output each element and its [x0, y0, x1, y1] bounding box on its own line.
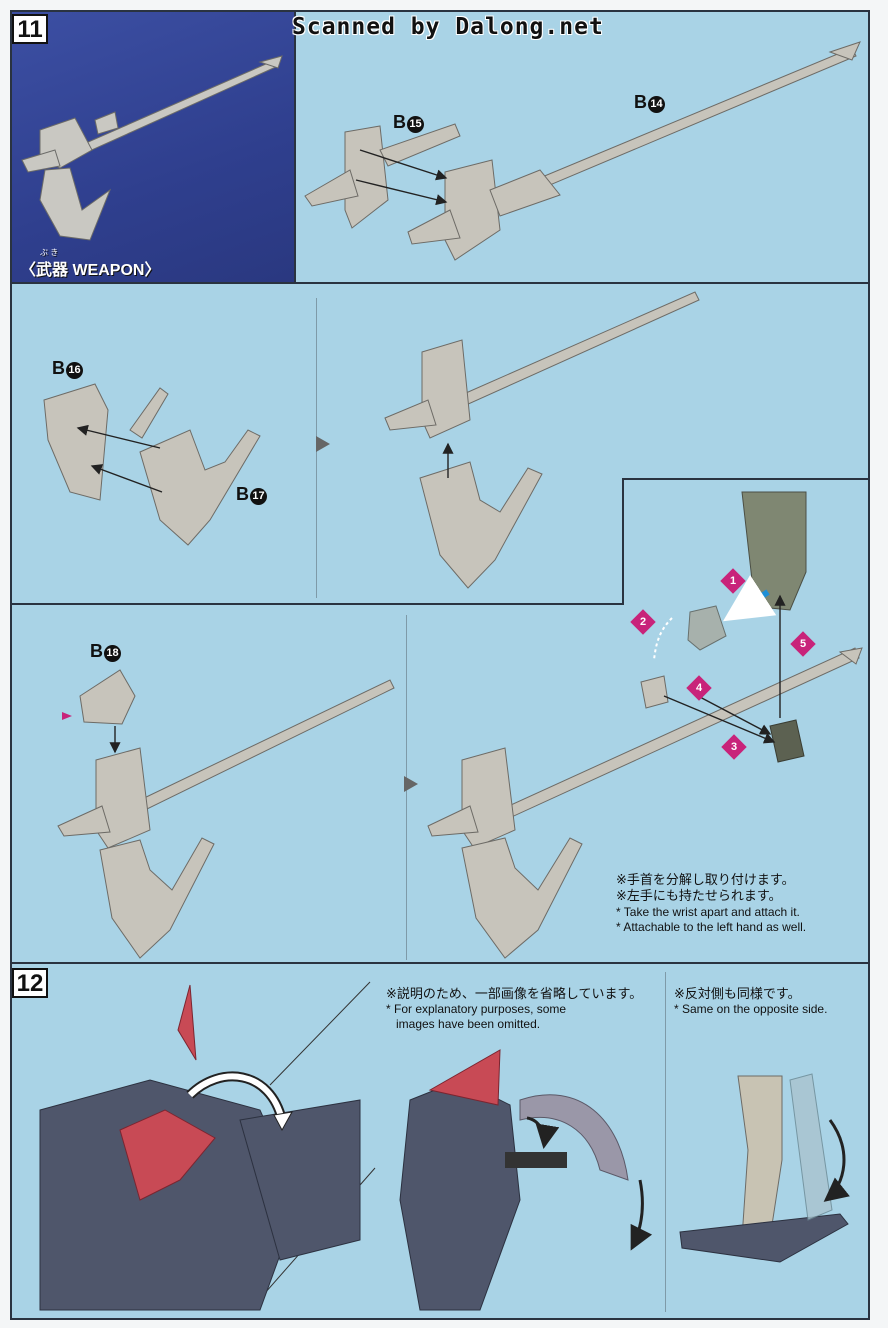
note-omitted-en-1: * For explanatory purposes, some	[386, 1002, 567, 1017]
robot-foot	[679, 1073, 849, 1263]
note-wrist-en-1: * Take the wrist apart and attach it.	[616, 904, 800, 919]
divider-row2-left	[12, 603, 622, 605]
part-b18	[79, 669, 136, 725]
divider-row3	[12, 962, 868, 964]
divider-substep-c	[665, 972, 666, 1312]
step-number-11: 11	[12, 14, 48, 44]
part-b15-top	[304, 123, 461, 229]
note-wrist: ※手首を分解し取り付けます。 ※左手にも持たせられます。 * Take the …	[616, 872, 866, 935]
part-b17	[129, 387, 261, 546]
note-opposite-en: * Same on the opposite side.	[674, 1002, 828, 1017]
step-badge-4: 4	[686, 675, 712, 701]
spear-assembly-row3-left	[57, 679, 395, 959]
divider-weapon-panel	[294, 12, 296, 282]
wrist-part	[687, 605, 727, 651]
arm-wrist	[741, 491, 807, 611]
note-omitted-en-2: images have been omitted.	[396, 1017, 541, 1032]
note-wrist-jp-2: ※左手にも持たせられます。	[616, 888, 782, 904]
hand-part	[769, 719, 805, 763]
spear-assembly-row3-right	[427, 647, 863, 959]
step-badge-3: 3	[721, 734, 747, 760]
note-omitted-jp: ※説明のため、一部画像を省略しています。	[386, 986, 643, 1001]
robot-head-crest	[119, 984, 216, 1201]
wrist-cap	[640, 675, 669, 709]
spear-b14-top	[407, 41, 861, 261]
weapon-label-ruby: ぶ き	[40, 248, 59, 257]
step-badge-5: 5	[790, 631, 816, 657]
note-omitted: ※説明のため、一部画像を省略しています。 * For explanatory p…	[386, 986, 662, 1032]
step-badge-1: 1	[720, 568, 746, 594]
divider-row2-right	[622, 478, 868, 480]
scanner-watermark: Scanned by Dalong.net	[292, 14, 604, 40]
step-badge-2: 2	[630, 609, 656, 635]
robot-torso	[39, 1079, 361, 1311]
flow-arrow-1	[316, 436, 330, 452]
divider-row2-step	[622, 478, 624, 605]
step-number-12: 12	[12, 968, 48, 998]
note-wrist-jp-1: ※手首を分解し取り付けます。	[616, 872, 795, 887]
note-wrist-en-2: * Attachable to the left hand as well.	[616, 919, 807, 934]
weapon-label-text: 〈武器 WEAPON〉	[20, 262, 161, 279]
spear-assembly-middle	[384, 291, 700, 589]
divider-row1	[12, 282, 868, 284]
weapon-reference-illustration	[21, 55, 283, 241]
robot-head-closeup	[399, 1049, 629, 1311]
part-b16	[43, 383, 109, 501]
weapon-label: 〈武器 WEAPON〉 ぶ き	[20, 248, 161, 280]
note-opposite-jp: ※反対側も同様です。	[674, 986, 801, 1001]
flow-arrow-2	[404, 776, 418, 792]
note-opposite: ※反対側も同様です。 * Same on the opposite side.	[674, 986, 864, 1017]
